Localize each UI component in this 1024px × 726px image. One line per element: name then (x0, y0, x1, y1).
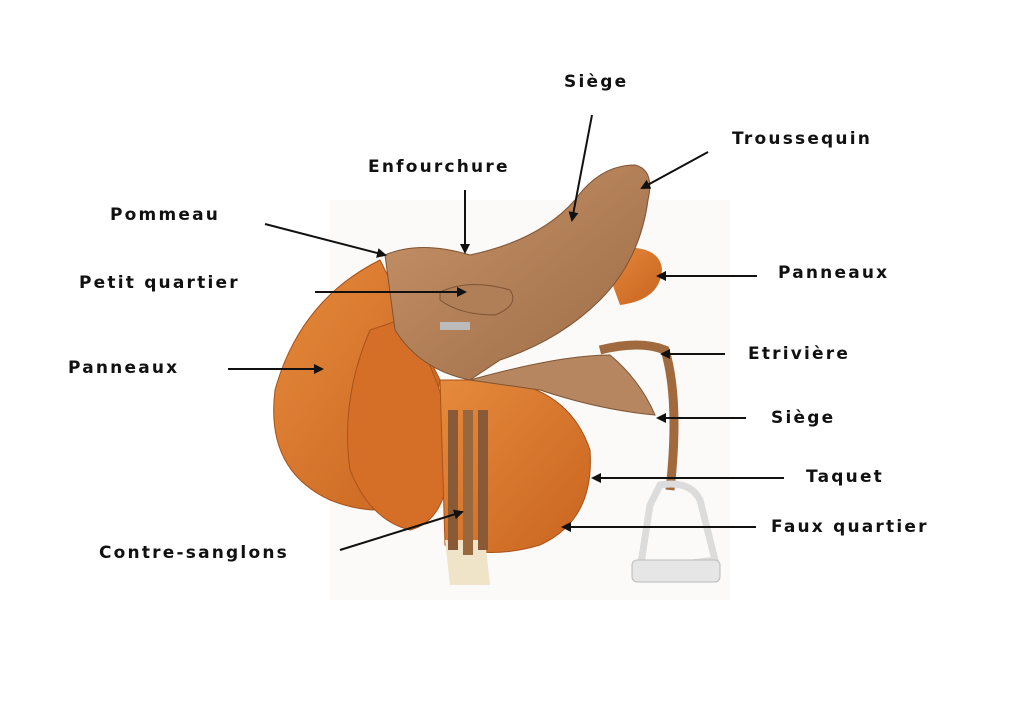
billet (448, 410, 458, 550)
label-panneaux-left: Panneaux (68, 358, 180, 378)
arrow-contre-sanglons (339, 509, 464, 551)
label-pommeau: Pommeau (110, 205, 221, 225)
label-faux-quartier: Faux quartier (771, 517, 929, 537)
faux-quartier-flap (439, 379, 591, 553)
label-troussequin: Troussequin (732, 129, 873, 149)
billet (463, 410, 473, 555)
label-petit-quartier: Petit quartier (79, 273, 240, 293)
buckle (440, 322, 470, 330)
label-enfourchure: Enfourchure (368, 157, 510, 177)
label-etriviere: Etrivière (748, 344, 851, 364)
stirrup-tread (631, 559, 721, 583)
billet (478, 410, 488, 550)
label-siege-right: Siège (771, 408, 836, 428)
arrow-siege-top (568, 114, 593, 222)
girth (445, 540, 490, 585)
label-panneaux-right: Panneaux (778, 263, 890, 283)
skirt (469, 354, 656, 416)
arrow-pommeau (264, 223, 387, 258)
arrow-troussequin (640, 151, 709, 189)
arrows (228, 114, 784, 551)
label-taquet: Taquet (806, 467, 885, 487)
panel-knee (347, 319, 451, 531)
label-siege-top: Siège (564, 72, 629, 92)
label-contre-sanglons: Contre-sanglons (99, 543, 289, 563)
